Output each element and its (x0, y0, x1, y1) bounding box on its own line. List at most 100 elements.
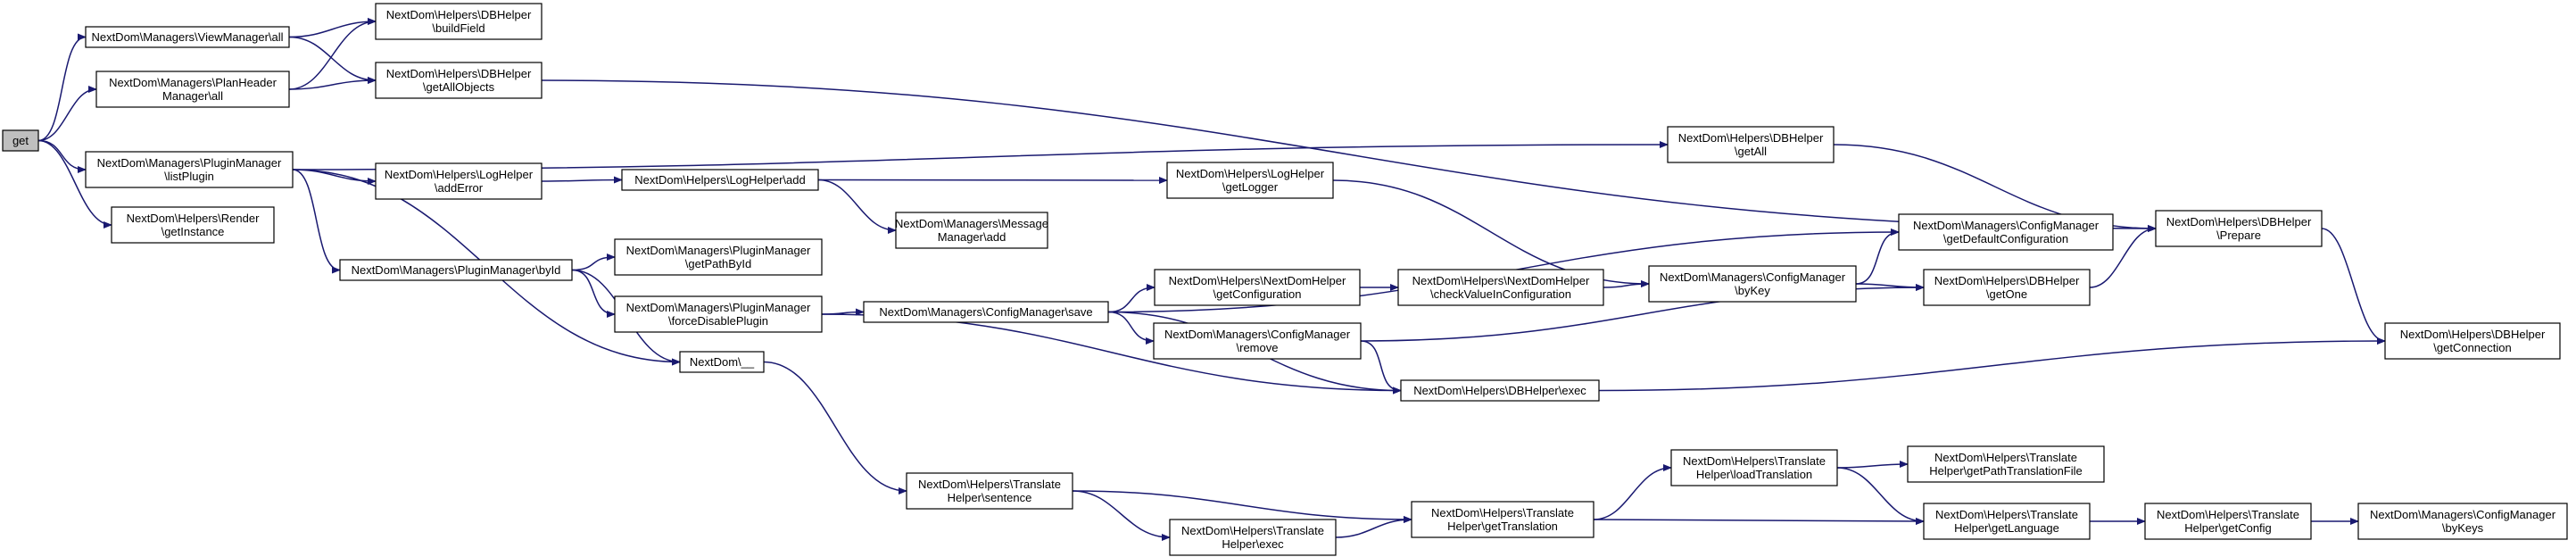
node-label: \getDefaultConfiguration (1943, 232, 2068, 245)
edge-line (1072, 490, 1171, 541)
node-box (1667, 126, 1835, 163)
node-nextdom-underscore[interactable]: NextDom\__ (679, 351, 765, 373)
node-pluginmanager-listplugin[interactable]: NextDom\Managers\PluginManager\listPlugi… (85, 151, 294, 188)
node-translatehelper-getlanguage[interactable]: NextDom\Helpers\TranslateHelper\getLangu… (1923, 503, 2091, 540)
edge-line (571, 269, 616, 318)
node-box (2155, 210, 2323, 247)
edge-translatehelper_exec-to-translatehelper_gettranslation (1335, 516, 1412, 538)
node-translatehelper-loadtranslation[interactable]: NextDom\Helpers\TranslateHelper\loadTran… (1670, 449, 1838, 486)
node-label: NextDom\Managers\ConfigManager\save (879, 305, 1092, 319)
node-translatehelper-getconfig[interactable]: NextDom\Helpers\TranslateHelper\getConfi… (2144, 503, 2312, 540)
edge-get-to-planheader_all (37, 86, 97, 142)
node-label: NextDom\Helpers\Render (127, 212, 261, 225)
node-box (95, 71, 290, 108)
node-nextdomhelper-getconfiguration[interactable]: NextDom\Helpers\NextDomHelper\getConfigu… (1154, 269, 1361, 306)
edge-line (1855, 229, 1900, 285)
edge-line (2321, 228, 2386, 345)
node-loghelper-getlogger[interactable]: NextDom\Helpers\LogHelper\getLogger (1166, 162, 1334, 199)
node-get[interactable]: get (2, 129, 39, 152)
edge-line (1360, 340, 1402, 395)
node-label: NextDom\Helpers\Translate (1935, 508, 2078, 521)
node-loghelper-add[interactable]: NextDom\Helpers\LogHelper\add (621, 169, 819, 191)
node-label: NextDom\Managers\ConfigManager (1660, 270, 1846, 284)
edge-line (1107, 311, 1155, 345)
node-label: \getConfiguration (1213, 287, 1301, 301)
node-translatehelper-gettranslation[interactable]: NextDom\Helpers\TranslateHelper\getTrans… (1411, 501, 1594, 538)
node-label: NextDom\Helpers\DBHelper (1934, 274, 2080, 287)
node-label: Helper\sentence (948, 491, 1032, 504)
edge-loghelper_getlogger-to-configmanager_bykey (1332, 179, 1650, 287)
edge-line (1593, 464, 1672, 520)
node-dbhelper-exec[interactable]: NextDom\Helpers\DBHelper\exec (1400, 379, 1600, 402)
edge-line (1836, 467, 1925, 525)
node-label: NextDom\Helpers\LogHelper (1176, 167, 1325, 180)
node-pluginmanager-forcedisableplugin[interactable]: NextDom\Managers\PluginManager\forceDisa… (614, 295, 823, 333)
node-box (339, 259, 573, 281)
edge-configmanager_save-to-nextdomhelper_getconfiguration (1107, 284, 1155, 313)
node-dbhelper-getone[interactable]: NextDom\Helpers\DBHelper\getOne (1923, 269, 2091, 306)
node-box (85, 151, 294, 188)
node-configmanager-save[interactable]: NextDom\Managers\ConfigManager\save (863, 301, 1109, 323)
edge-dbhelper_exec-to-dbhelper_getconnection (1598, 337, 2386, 392)
node-label: NextDom\Helpers\Translate (1181, 524, 1324, 537)
node-loghelper-adderror[interactable]: NextDom\Helpers\LogHelper\addError (375, 162, 543, 200)
node-configmanager-getdefaultconfiguration[interactable]: NextDom\Managers\ConfigManager\getDefaul… (1898, 213, 2114, 251)
node-box (1166, 162, 1334, 199)
node-label: NextDom\Helpers\DBHelper\exec (1413, 384, 1586, 397)
node-box (1648, 265, 1857, 303)
edge-translatehelper_gettranslation-to-translatehelper_loadtranslation (1593, 464, 1672, 520)
edge-pluginmanager_listplugin-to-pluginmanager_byid (292, 169, 341, 274)
edge-configmanager_remove-to-dbhelper_exec (1360, 340, 1402, 395)
node-label: get (12, 134, 29, 147)
node-box (85, 26, 290, 48)
node-box (2144, 503, 2312, 540)
edge-line (292, 169, 341, 274)
edge-line (1335, 516, 1412, 538)
node-dbhelper-buildfield[interactable]: NextDom\Helpers\DBHelper\buildField (375, 3, 543, 40)
node-pluginmanager-getpathbyid[interactable]: NextDom\Managers\PluginManager\getPathBy… (614, 238, 823, 276)
node-dbhelper-prepare[interactable]: NextDom\Helpers\DBHelper\Prepare (2155, 210, 2323, 247)
node-box (2384, 322, 2561, 360)
edge-get-to-render_getinstance (37, 139, 112, 229)
node-configmanager-bykey[interactable]: NextDom\Managers\ConfigManager\byKey (1648, 265, 1857, 303)
edge-dbhelper_getone-to-dbhelper_prepare (2089, 225, 2157, 288)
node-dbhelper-getconnection[interactable]: NextDom\Helpers\DBHelper\getConnection (2384, 322, 2561, 360)
node-render-getinstance[interactable]: NextDom\Helpers\Render\getInstance (111, 206, 275, 244)
node-label: \buildField (432, 21, 485, 35)
edge-line (2089, 225, 2157, 288)
node-translatehelper-getpathtranslationfile[interactable]: NextDom\Helpers\TranslateHelper\getPathT… (1907, 445, 2105, 483)
edge-line (37, 139, 87, 173)
node-dbhelper-getallobjects[interactable]: NextDom\Helpers\DBHelper\getAllObjects (375, 62, 543, 99)
node-configmanager-bykeys[interactable]: NextDom\Managers\ConfigManager\byKeys (2357, 503, 2568, 540)
edge-line (1593, 517, 1925, 525)
edge-dbhelper_getallobjects-to-dbhelper_prepare (541, 79, 2157, 232)
node-label: NextDom\Helpers\DBHelper (386, 8, 532, 21)
node-box (1923, 269, 2091, 306)
node-label: \addError (435, 181, 484, 195)
node-pluginmanager-byid[interactable]: NextDom\Managers\PluginManager\byId (339, 259, 573, 281)
node-box (1923, 503, 2091, 540)
node-label: \getPathById (685, 257, 751, 270)
edge-get-to-pluginmanager_listplugin (37, 139, 87, 173)
node-box (621, 169, 819, 191)
node-dbhelper-getall[interactable]: NextDom\Helpers\DBHelper\getAll (1667, 126, 1835, 163)
edge-line (571, 254, 616, 271)
node-box (906, 472, 1073, 510)
node-label: NextDom\Managers\ConfigManager (1164, 328, 1351, 341)
node-nextdomhelper-checkvalueinconfiguration[interactable]: NextDom\Helpers\NextDomHelper\checkValue… (1397, 269, 1604, 306)
node-label: NextDom\Helpers\DBHelper (386, 67, 532, 80)
edge-line (1332, 179, 1650, 287)
node-box (614, 295, 823, 333)
node-box (1397, 269, 1604, 306)
node-viewmanager-all[interactable]: NextDom\Managers\ViewManager\all (85, 26, 290, 48)
node-label: NextDom\Helpers\LogHelper\add (634, 173, 805, 187)
node-label: NextDom\Managers\ConfigManager (1913, 219, 2100, 232)
edge-planheader_all-to-dbhelper_buildfield (288, 18, 377, 90)
node-configmanager-remove[interactable]: NextDom\Managers\ConfigManager\remove (1153, 322, 1362, 360)
node-box (1670, 449, 1838, 486)
